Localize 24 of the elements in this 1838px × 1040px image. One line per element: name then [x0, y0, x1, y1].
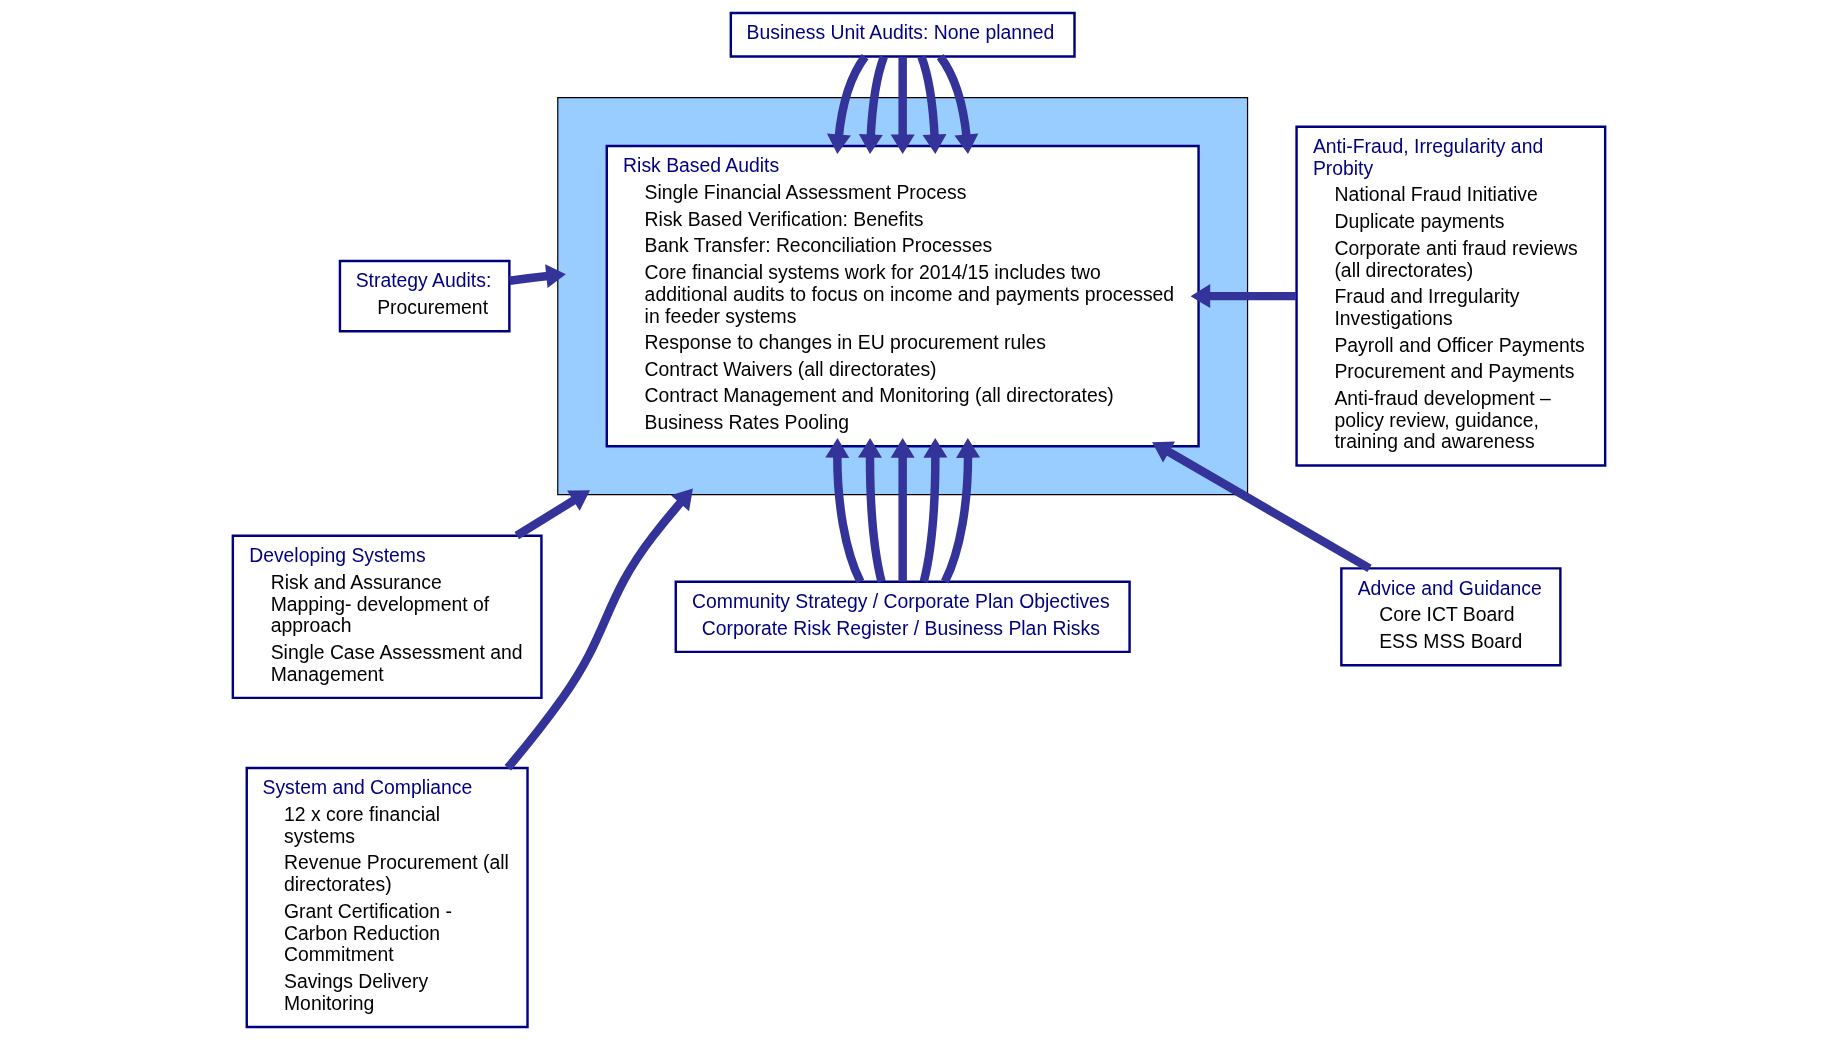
arrow: [936, 54, 979, 155]
node-box: Anti-Fraud, Irregularity and Probity National Fraud Initiative Duplicate payments Corporate anti fraud reviews (all directorates) Fraud and Irregularity Investigations Payroll and Officer Payments Procurement and Payments Anti-fraud development – policy review, guidance, training and awareness: [1295, 125, 1607, 467]
arrow: [1190, 284, 1297, 309]
node-box: Developing Systems Risk and Assurance Mapping- development of approach Single Case Assessment and Management: [231, 534, 543, 700]
cluster: [557, 97, 1249, 496]
arrow: [509, 264, 566, 289]
arrow: [514, 490, 591, 540]
arrow: [825, 438, 865, 584]
node-box: Advice and Guidance Core ICT Board ESS MSS Board: [1340, 567, 1562, 667]
arrow: [857, 438, 886, 583]
node-box: Risk Based Audits Single Financial Assessment Process Risk Based Verification: Benefits Bank Transfer: Reconciliation Processes Core financial systems work for 2014/15 includes two additional audits to focus on income and payments processed in feeder systems Response to changes in EU procurement rules Contract Waivers (all directorates) Contract Management and Monitoring (all directorates) Business Rates Pooling: [605, 144, 1200, 448]
arrow: [504, 488, 693, 771]
arrow: [826, 54, 869, 155]
node-box: Community Strategy / Corporate Plan Objectives Corporate Risk Register / Business Plan Risks: [674, 580, 1131, 654]
node-box: System and Compliance 12 x core financial systems Revenue Procurement (all directorates) Grant Certification - Carbon Reduction Commitment Savings Delivery Monitoring: [245, 766, 529, 1029]
node-box: Strategy Audits: Procurement: [338, 259, 511, 333]
arrow: [890, 438, 915, 582]
arrow: [858, 55, 888, 155]
arrow: [941, 438, 981, 584]
arrow: [1152, 441, 1372, 573]
node-box: Business Unit Audits: None planned: [729, 11, 1076, 58]
arrow: [917, 55, 947, 155]
arrow: [919, 438, 948, 583]
arrow: [890, 56, 915, 155]
